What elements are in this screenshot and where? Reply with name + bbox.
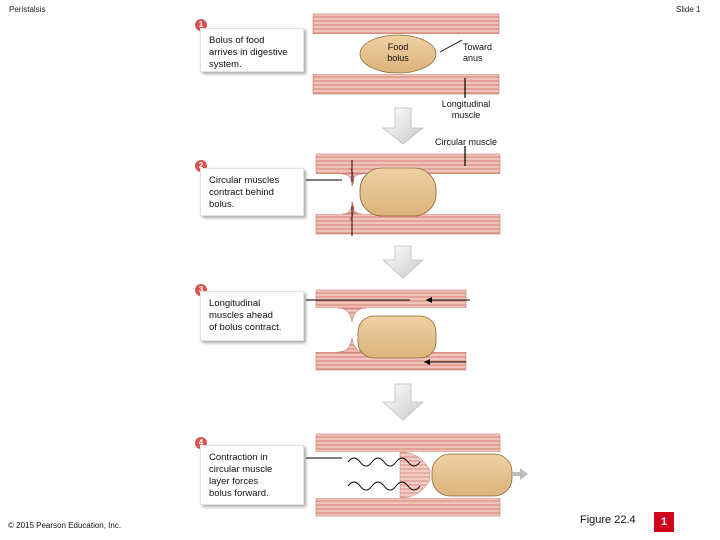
- food-bolus-2: [359, 167, 437, 217]
- food-bolus-3: [357, 315, 437, 359]
- food-bolus-1: [359, 34, 437, 74]
- label-food-bolus: Food bolus: [387, 42, 409, 63]
- down-arrow-1: [381, 107, 425, 145]
- figure-number-badge: 1: [654, 512, 674, 532]
- down-arrow-3: [381, 383, 425, 421]
- label-toward-anus: Toward anus: [463, 42, 493, 63]
- forward-arrow: [512, 468, 528, 480]
- tube-panel-2: [306, 146, 501, 236]
- copyright: © 2015 Pearson Education, Inc.: [8, 521, 122, 530]
- step-box-2: Circular muscles contract behind bolus.: [200, 168, 304, 216]
- down-arrow-2: [381, 245, 425, 279]
- tube-panel-4: [306, 433, 528, 517]
- step-box-1: Bolus of food arrives in digestive syste…: [200, 28, 304, 72]
- slide-title: Peristalsis: [9, 5, 46, 14]
- label-longitudinal-muscle: Longitudinal muscle: [441, 99, 491, 120]
- step-box-3: Longitudinal muscles ahead of bolus cont…: [200, 291, 304, 341]
- tube-panel-3: [306, 289, 470, 371]
- toward-anus-pointer: [439, 39, 463, 53]
- figure-label: Figure 22.4: [580, 514, 636, 526]
- tube-panel-1: [312, 13, 500, 98]
- step-box-4: Contraction in circular muscle layer for…: [200, 445, 304, 505]
- slide-number: Slide 1: [676, 5, 701, 14]
- food-bolus-4: [431, 453, 513, 497]
- label-circular-muscle: Circular muscle: [434, 137, 497, 147]
